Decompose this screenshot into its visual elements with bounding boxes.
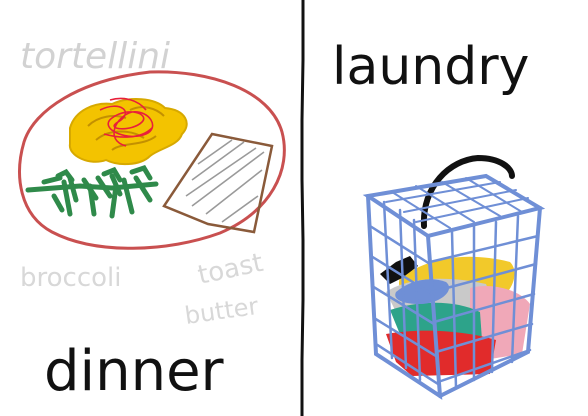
laundry-basket [362, 173, 546, 400]
broccoli-illustration [25, 164, 159, 219]
laundry-panel: laundry [332, 37, 546, 400]
label-butter: butter [183, 292, 260, 330]
toast-illustration [162, 132, 274, 234]
pasta-illustration [68, 97, 188, 166]
label-tortellini: tortellini [20, 36, 170, 77]
caption-laundry: laundry [332, 37, 529, 97]
caption-dinner: dinner [44, 339, 225, 404]
plate-outline [18, 70, 286, 250]
label-broccoli: broccoli [20, 263, 121, 293]
dinner-panel: tortellini broccoli toast butter dinne [18, 36, 286, 404]
basket-handle [420, 154, 515, 229]
center-divider [300, 0, 305, 416]
label-toast: toast [195, 248, 266, 291]
